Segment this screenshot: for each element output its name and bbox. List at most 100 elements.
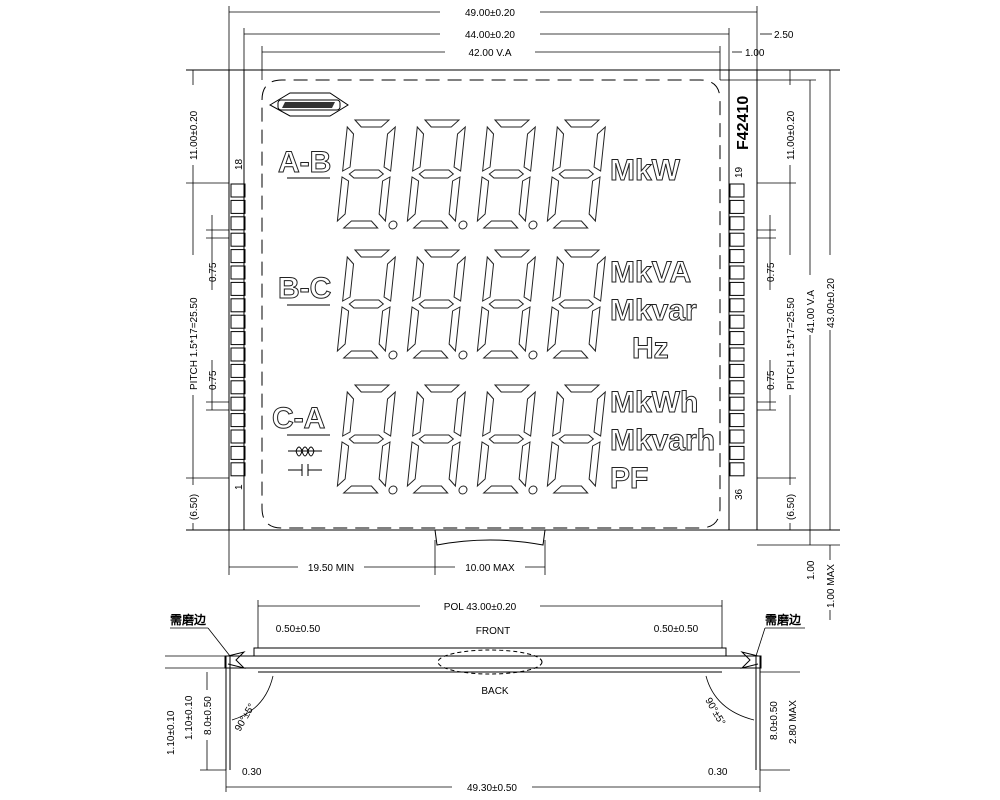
right-dim-pin-width-2: 0.75	[766, 370, 777, 390]
digit-segment	[552, 390, 565, 437]
digit-segment	[348, 169, 385, 179]
pin	[230, 314, 246, 329]
unit-hz: Hz	[632, 332, 669, 365]
right-dim-gap: 1.00	[806, 560, 817, 580]
digit-segment	[488, 434, 525, 444]
digit-segment	[593, 125, 606, 172]
pin	[729, 281, 745, 296]
right-dim-pitch: PITCH 1.5*17=25.50	[786, 297, 797, 390]
digit-segment	[383, 255, 396, 302]
digit-segment	[406, 306, 420, 353]
digit-segment	[558, 169, 595, 179]
lead-thickness-left: 0.30	[242, 767, 262, 778]
digit-segment	[348, 299, 385, 309]
pins	[230, 183, 745, 477]
seven-segment-digit	[546, 384, 606, 494]
right-dimensions: 11.00±0.20 PITCH 1.5*17=25.50 (6.50) 0.7…	[720, 70, 840, 620]
seven-segment-digit	[546, 119, 606, 229]
pin-labels: 18 1 19 36 F42410	[234, 96, 752, 500]
digit-segment	[342, 350, 379, 359]
pin	[729, 445, 745, 460]
lead-length-right: 8.0±0.50	[769, 701, 780, 740]
digit-segment	[418, 299, 455, 309]
seven-segment-digit	[406, 249, 468, 360]
digit-segment	[518, 176, 531, 223]
pin	[230, 363, 246, 378]
digit-segment	[523, 390, 536, 437]
digit-segment	[552, 125, 565, 172]
dim-min-width: 19.50 MIN	[308, 563, 354, 574]
digit-segment	[552, 485, 589, 494]
digit-segment	[336, 441, 350, 488]
digit-segment	[488, 169, 525, 179]
digit-segment	[423, 384, 461, 393]
digit-array	[336, 119, 606, 495]
pin	[230, 462, 246, 477]
digit-segment	[353, 384, 391, 393]
digit-segment	[418, 434, 455, 444]
digit-segment	[558, 299, 595, 309]
digit-segment	[546, 306, 560, 353]
pin	[729, 199, 745, 214]
inductor-capacitor-icon	[288, 446, 322, 476]
digit-segment	[523, 255, 536, 302]
digit-segment	[378, 176, 391, 223]
right-dim-bottom: (6.50)	[786, 494, 797, 520]
model-number: F42410	[735, 96, 752, 150]
digit-segment	[482, 125, 495, 172]
right-dim-overall-height: 43.00±0.20	[826, 278, 837, 328]
lcd-glass	[186, 69, 840, 546]
label-c-a: C-A	[272, 402, 325, 435]
seven-segment-digit	[336, 249, 398, 360]
left-dim-pin-width-2: 0.75	[208, 370, 219, 390]
decimal-point	[388, 485, 398, 495]
digit-segment	[418, 169, 455, 179]
digit-segment	[412, 390, 425, 437]
left-dimensions: 11.00±0.20 PITCH 1.5*17=25.50 (6.50) 0.7…	[186, 70, 229, 530]
angle-left: 90°±5°	[233, 702, 258, 734]
digit-segment	[552, 220, 589, 229]
digit-segment	[406, 441, 420, 488]
digit-segment	[523, 125, 536, 172]
pin	[230, 281, 246, 296]
pin	[230, 413, 246, 428]
digit-segment	[552, 350, 589, 359]
logo	[268, 92, 349, 117]
pin	[230, 347, 246, 362]
lead-thickness-right: 0.30	[708, 767, 728, 778]
pol-width: POL 43.00±0.20	[444, 602, 517, 613]
seven-segment-digit	[476, 119, 538, 230]
pin-label-18: 18	[234, 158, 245, 170]
unit-mkva: MkVA	[610, 256, 691, 289]
digit-segment	[588, 306, 601, 353]
pin	[230, 232, 246, 247]
note-right: 需磨边	[765, 612, 802, 627]
digit-segment	[482, 350, 519, 359]
back-label: BACK	[481, 686, 509, 697]
digit-segment	[482, 485, 519, 494]
pin	[230, 265, 246, 280]
thickness-1: 1.10±0.10	[166, 710, 177, 755]
digit-segment	[353, 119, 391, 128]
label-b-c: B-C	[278, 272, 331, 305]
dim-right-margin: 2.50	[774, 30, 794, 41]
pin	[729, 413, 745, 428]
pin	[230, 429, 246, 444]
dim-tab-width: 10.00 MAX	[465, 563, 515, 574]
pin	[729, 429, 745, 444]
seven-segment-digit	[406, 119, 468, 230]
digit-segment	[518, 441, 531, 488]
right-dim-pin-width-1: 0.75	[766, 262, 777, 282]
left-dim-top: 11.00±0.20	[189, 110, 200, 160]
pin	[729, 347, 745, 362]
pin	[729, 331, 745, 346]
digit-segment	[342, 220, 379, 229]
max-height: 2.80 MAX	[788, 700, 799, 744]
digit-segment	[412, 485, 449, 494]
decimal-point	[458, 485, 468, 495]
unit-mkvarh: Mkvarh	[610, 424, 715, 457]
digit-segment	[493, 384, 531, 393]
decimal-point	[388, 350, 398, 360]
digit-segment	[588, 441, 601, 488]
seven-segment-digit	[546, 249, 606, 359]
